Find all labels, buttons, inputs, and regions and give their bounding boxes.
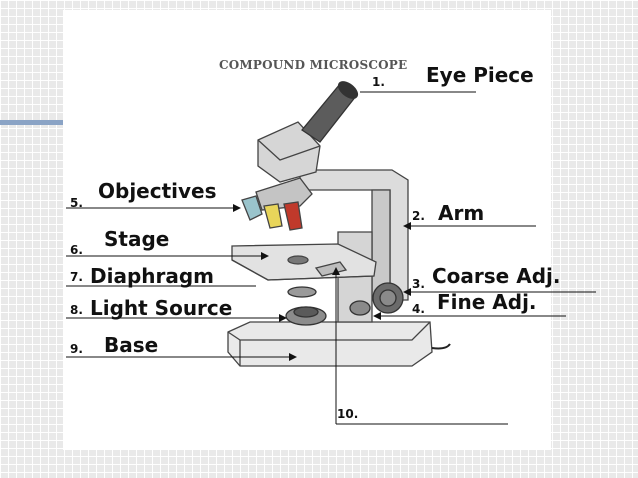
label-base: Base (104, 333, 159, 357)
label-coarse-adj: Coarse Adj. (432, 264, 561, 288)
label-number-7: 7. (70, 270, 83, 284)
label-light-source: Light Source (90, 296, 233, 320)
label-objectives: Objectives (98, 179, 217, 203)
label-diaphragm: Diaphragm (90, 264, 215, 288)
label-number-3: 3. (412, 277, 425, 291)
label-number-1: 1. (372, 75, 385, 89)
label-number-5: 5. (70, 196, 83, 210)
label-stage: Stage (104, 227, 170, 251)
label-number-10: 10. (337, 407, 359, 421)
label-number-4: 4. (412, 302, 425, 316)
light-source (285, 286, 327, 326)
microscope-base (227, 321, 451, 367)
label-eye-piece: Eye Piece (426, 63, 534, 87)
diagram-title: COMPOUND MICROSCOPE (219, 58, 408, 72)
slide-panel (63, 10, 551, 450)
eyepiece-tube (301, 81, 359, 143)
adjustment-knobs (349, 282, 404, 316)
label-number-6: 6. (70, 243, 83, 257)
accent-bar (0, 120, 64, 125)
label-lines (66, 91, 596, 425)
microscope-head (241, 121, 321, 231)
label-fine-adj: Fine Adj. (437, 290, 537, 314)
label-arm: Arm (438, 201, 485, 225)
label-number-9: 9. (70, 342, 83, 356)
label-number-2: 2. (412, 209, 425, 223)
label-number-8: 8. (70, 303, 83, 317)
